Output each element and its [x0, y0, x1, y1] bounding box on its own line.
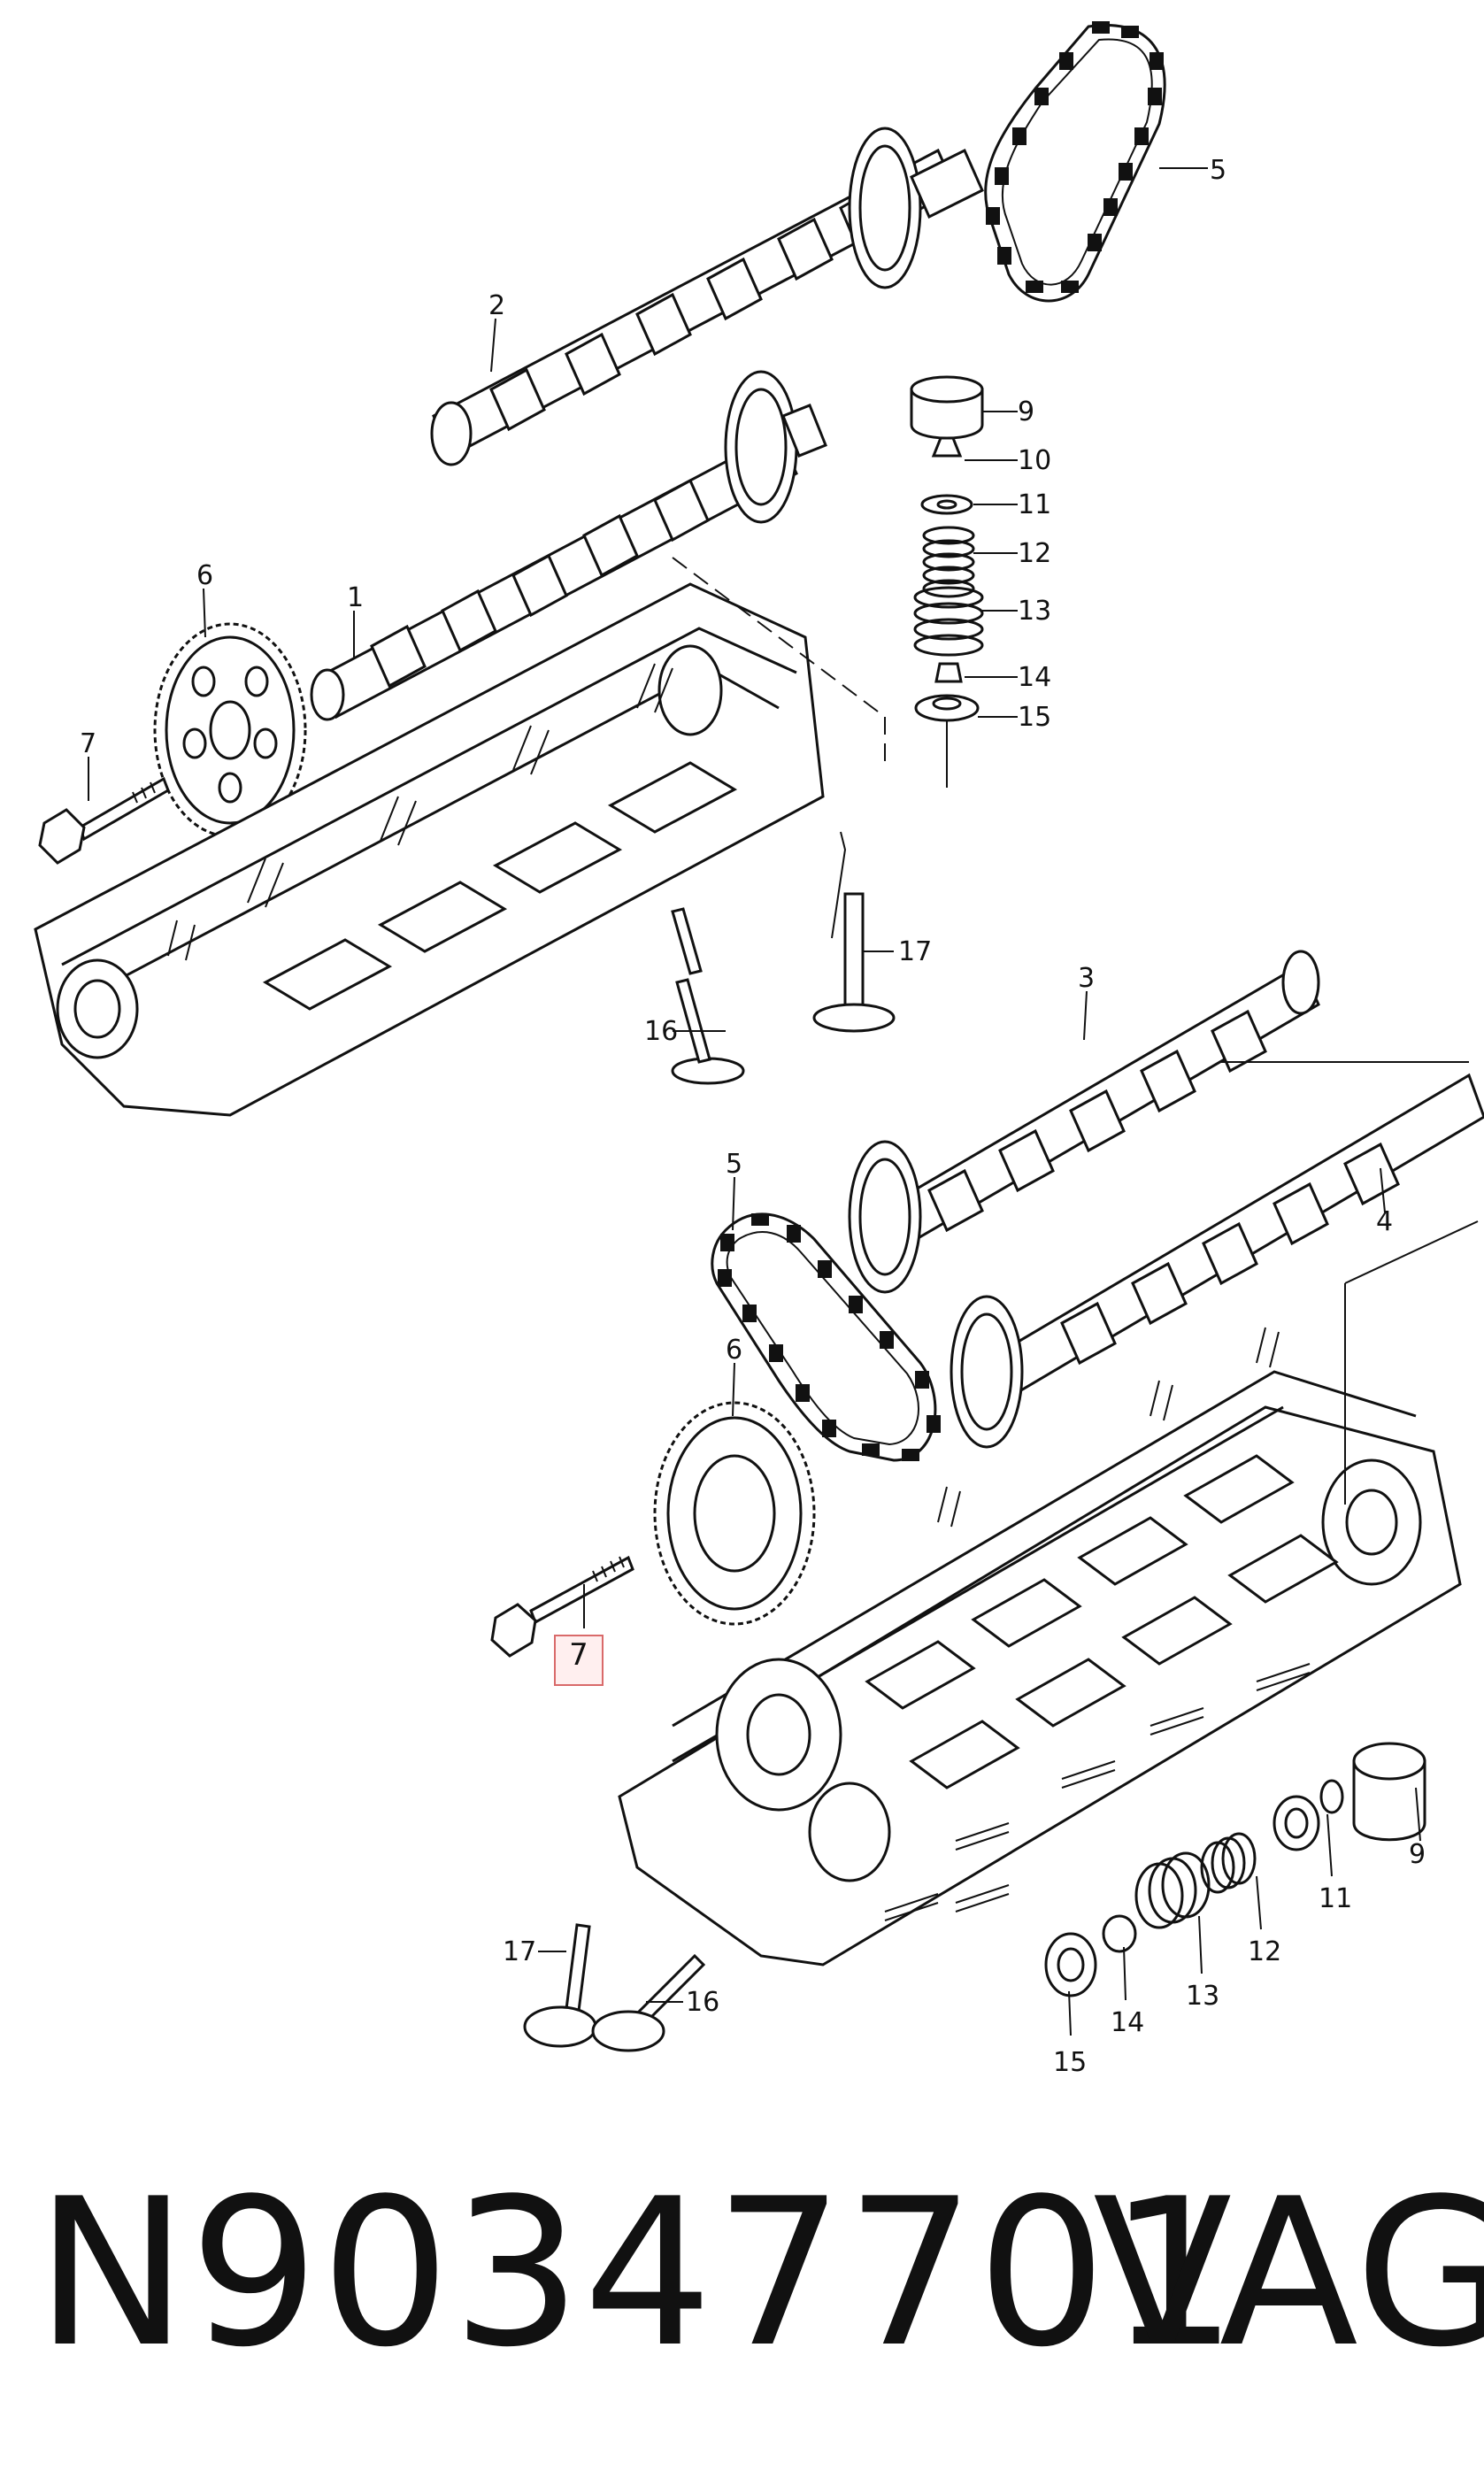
sprocket-6-lower — [653, 1401, 816, 1626]
camshaft-3 — [848, 950, 1320, 1294]
valves-lower — [523, 1923, 706, 2052]
callout-9-upper: 9 — [1018, 396, 1034, 427]
callouts: 1 2 3 4 5 5 6 6 7 9 10 11 12 13 14 15 16… — [80, 155, 1426, 2078]
callout-14-upper: 14 — [1018, 662, 1051, 693]
callout-16-upper: 16 — [644, 1016, 678, 1047]
valve-train-upper — [910, 375, 984, 788]
part-number: N90347701 — [35, 2156, 1240, 2392]
callout-1: 1 — [347, 582, 364, 613]
callout-14-lower: 14 — [1111, 2007, 1144, 2038]
callout-17-lower: 17 — [503, 1936, 536, 1967]
callout-9-lower: 9 — [1409, 1839, 1426, 1870]
callout-6-upper: 6 — [196, 560, 213, 591]
cylinder-head-lower — [618, 1061, 1479, 1966]
highlighted-callout-7: 7 — [569, 1637, 588, 1673]
callout-4: 4 — [1376, 1206, 1393, 1237]
callout-16-lower: 16 — [686, 1987, 719, 2018]
callout-5-upper: 5 — [1210, 155, 1226, 186]
callout-3: 3 — [1078, 963, 1095, 994]
timing-chain-upper — [984, 21, 1166, 303]
callout-2: 2 — [488, 290, 505, 321]
callout-11-lower: 11 — [1319, 1883, 1352, 1914]
callout-6-lower: 6 — [726, 1335, 742, 1366]
camshaft-4 — [950, 1073, 1484, 1449]
callout-12-lower: 12 — [1248, 1936, 1281, 1967]
sprocket-6-upper — [153, 622, 307, 838]
bolt-7-lower — [490, 1555, 634, 1658]
callout-15-lower: 15 — [1053, 2047, 1087, 2078]
leader-lines — [88, 167, 1421, 2036]
callout-10: 10 — [1018, 445, 1051, 476]
callout-15-upper: 15 — [1018, 702, 1051, 733]
brand-name: VAG — [1093, 2156, 1484, 2392]
exploded-parts-diagram: 1 2 3 4 5 5 6 6 7 9 10 11 12 13 14 15 16… — [34, 21, 1484, 2078]
valves-upper — [671, 831, 896, 1085]
callout-7-upper: 7 — [80, 728, 96, 759]
camshaft-2 — [430, 127, 984, 466]
bolt-7-upper — [38, 776, 170, 865]
highlighted-callout-box — [554, 1635, 604, 1686]
callout-5-lower: 5 — [726, 1149, 742, 1180]
cylinder-head-upper — [34, 557, 886, 1117]
timing-chain-lower — [711, 1212, 941, 1462]
camshaft-1 — [310, 370, 827, 721]
callout-12-upper: 12 — [1018, 538, 1051, 569]
callout-11-upper: 11 — [1018, 489, 1051, 520]
callout-13-lower: 13 — [1186, 1981, 1219, 2012]
valve-train-lower — [1044, 1742, 1426, 1997]
callout-13-upper: 13 — [1018, 596, 1051, 627]
callout-17-upper: 17 — [898, 936, 932, 967]
